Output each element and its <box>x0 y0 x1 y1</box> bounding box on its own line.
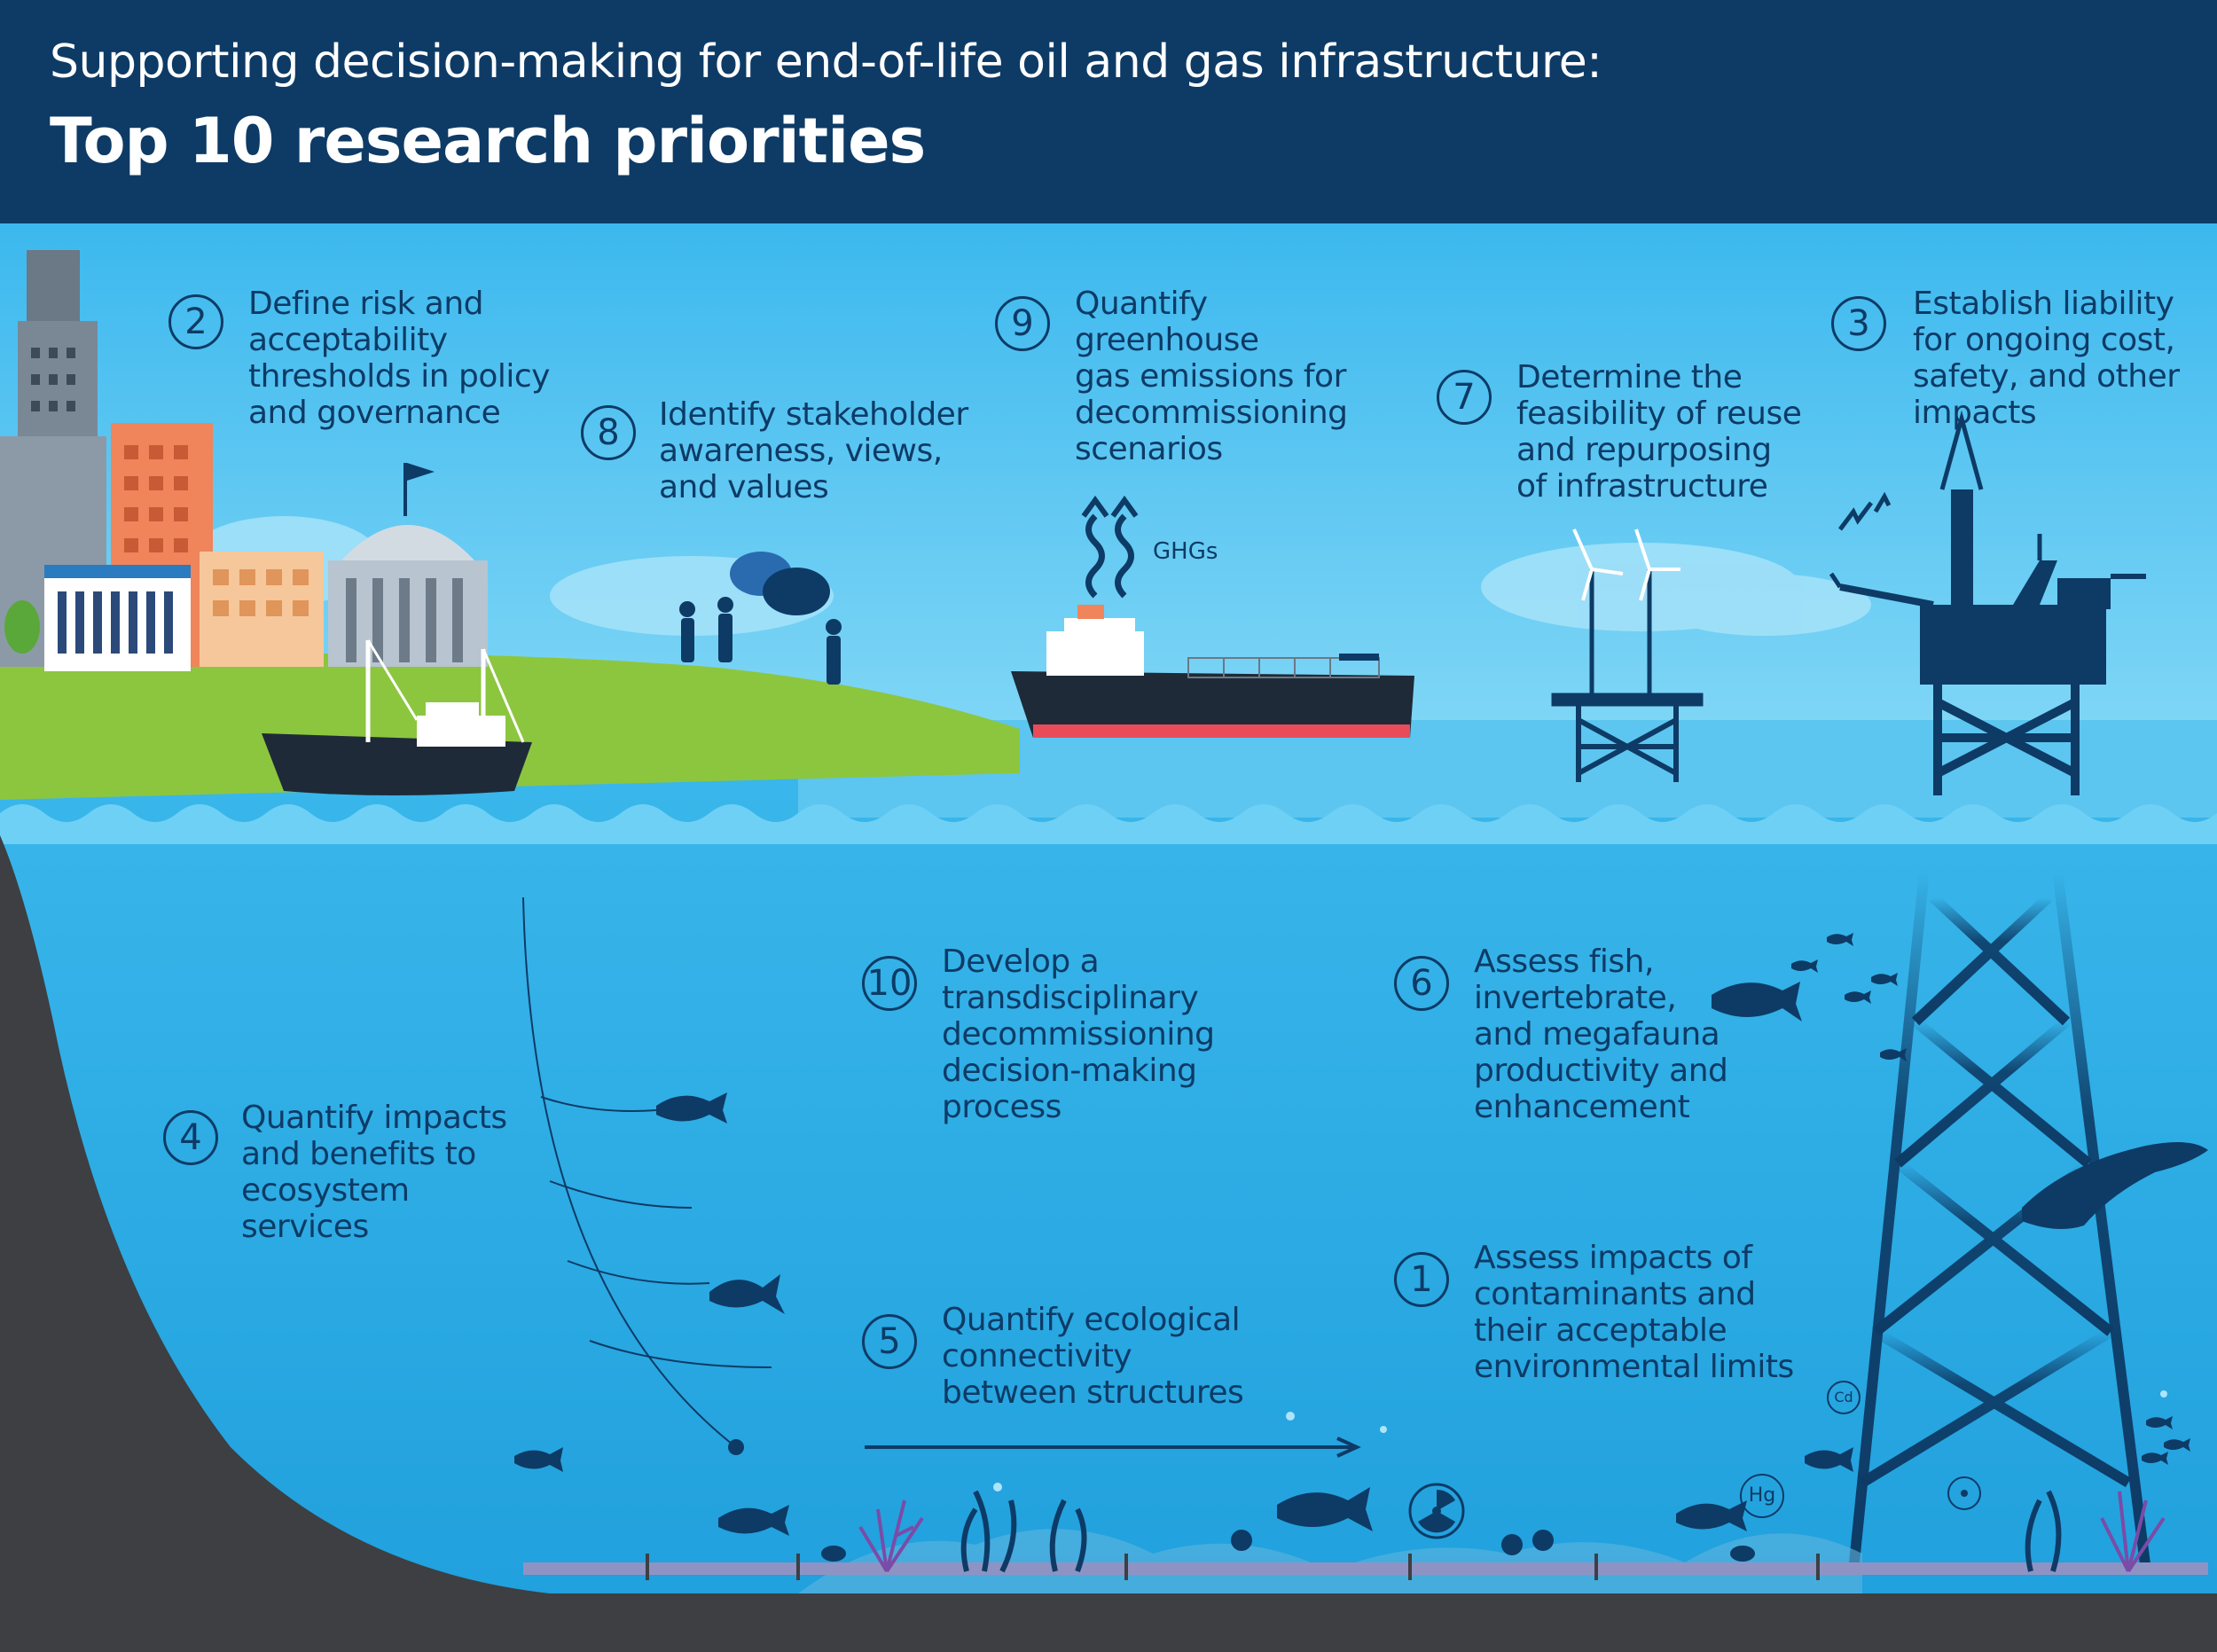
priority-9-number: 9 <box>995 296 1050 351</box>
header-banner: Supporting decision-making for end-of-li… <box>0 0 2217 223</box>
stakeholder-people <box>679 552 842 685</box>
priority-9-text: Quantify greenhouse gas emissions for de… <box>1075 286 1348 467</box>
scene-illustration <box>0 223 2217 1652</box>
cadmium-label: Cd <box>1827 1381 1861 1414</box>
connectivity-arrow <box>865 1437 1361 1458</box>
coral-reef <box>858 1491 2166 1573</box>
priority-7-text: Determine the feasibility of reuse and r… <box>1516 359 1802 505</box>
ghg-label: GHGs <box>1153 538 1218 565</box>
wind-turbine-platform <box>1551 528 1704 782</box>
priority-3-number: 3 <box>1831 296 1886 351</box>
fishing-boat <box>262 639 532 795</box>
priority-8-number: 8 <box>581 405 636 460</box>
priority-7-number: 7 <box>1437 370 1492 425</box>
seaweed <box>960 1490 2062 1573</box>
oil-platform <box>1829 410 2146 795</box>
priority-6-number: 6 <box>1394 956 1449 1011</box>
land-hill <box>0 654 1020 800</box>
cargo-ship <box>1011 605 1414 738</box>
priority-5-text: Quantify ecological connectivity between… <box>942 1302 1244 1411</box>
header-title: Top 10 research priorities <box>50 105 926 177</box>
priority-5-number: 5 <box>862 1314 917 1369</box>
mercury-label: Hg <box>1740 1474 1784 1518</box>
radioactive-icon <box>1408 1476 1981 1539</box>
priority-8-text: Identify stakeholder awareness, views, a… <box>659 396 968 505</box>
seal <box>2022 1142 2208 1229</box>
city-buildings <box>0 250 488 671</box>
wave-line <box>0 804 2217 844</box>
priority-4-text: Quantify impacts and benefits to ecosyst… <box>241 1100 507 1245</box>
ghg-arrows <box>1081 495 1139 599</box>
bubbles <box>993 1390 2167 1491</box>
priority-2-text: Define risk and acceptability thresholds… <box>248 286 550 431</box>
seabed-slope <box>0 835 2217 1652</box>
priority-10-text: Develop a transdisciplinary decommission… <box>942 943 1215 1125</box>
priority-3-text: Establish liability for ongoing cost, sa… <box>1913 286 2180 431</box>
ocean-scene: 2 Define risk and acceptability threshol… <box>0 223 2217 1652</box>
sea <box>0 720 2217 1652</box>
fish-silhouettes <box>514 933 2190 1562</box>
priority-4-number: 4 <box>163 1110 218 1165</box>
fishing-line <box>522 896 772 1455</box>
priority-6-text: Assess fish, invertebrate, and megafauna… <box>1474 943 1728 1125</box>
header-subtitle: Supporting decision-making for end-of-li… <box>50 35 1602 89</box>
priority-10-number: 10 <box>862 956 917 1011</box>
priority-1-number: 1 <box>1394 1252 1449 1307</box>
priority-1-text: Assess impacts of contaminants and their… <box>1474 1240 1794 1385</box>
priority-2-number: 2 <box>168 294 223 349</box>
